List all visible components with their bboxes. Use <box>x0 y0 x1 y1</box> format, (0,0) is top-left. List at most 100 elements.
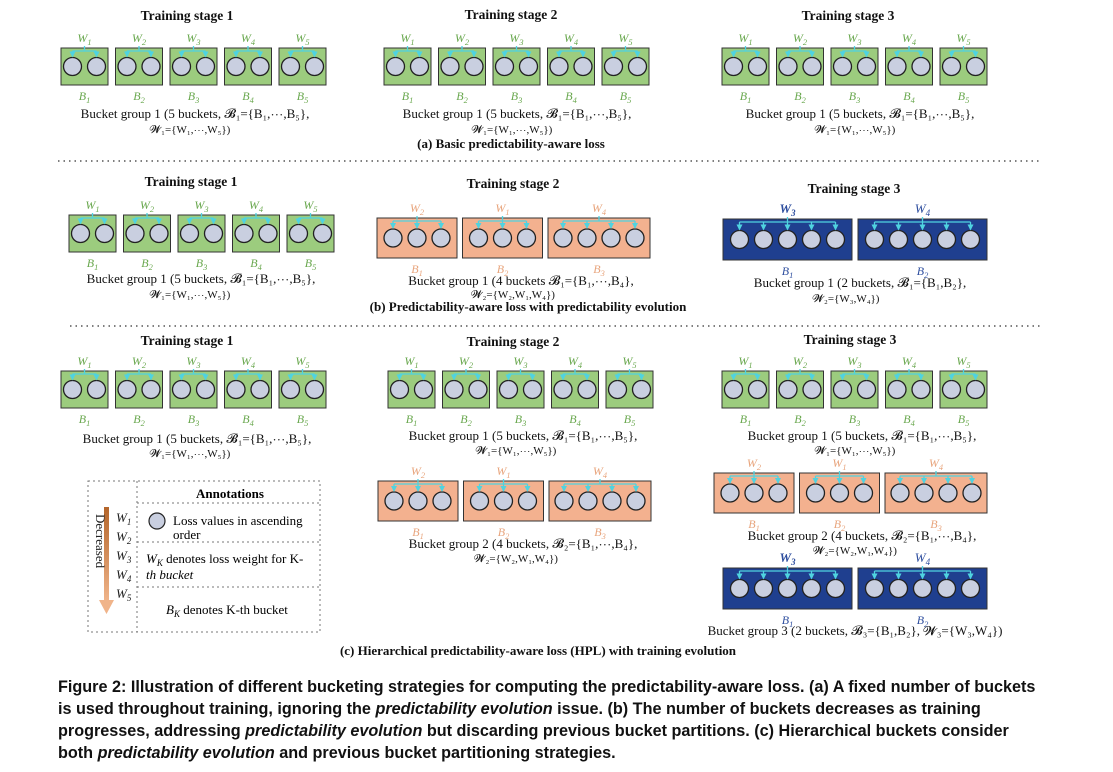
panel-c-s3-loss-circle <box>911 379 931 400</box>
panel-a-s2-loss-circle <box>409 56 430 77</box>
panel-b-s1-loss-circle <box>149 223 169 244</box>
panel-c-s2-weight-label-2: W2 <box>459 354 473 370</box>
panel-b-s2-weight-label-1: W1 <box>495 201 509 217</box>
panel-b-s1-loss-circle <box>312 223 333 244</box>
panel-c-s3-g3-loss-circle <box>864 578 885 599</box>
panel-b-s1-weight-label-2: W2 <box>140 198 154 214</box>
panel-c-s1-loss-circle <box>117 379 137 400</box>
panel-c-s3-g2-loss-circle <box>805 483 826 503</box>
panel-c-caption: (c) Hierarchical predictability-aware lo… <box>340 643 737 658</box>
panel-b-s2-text-1: Bucket group 1 (4 buckets 𝓑₁={B₁,⋯,B₄}, <box>408 273 633 288</box>
panel-a-s3-bucket-label-4: B4 <box>903 89 915 105</box>
panel-c-s3-g3-bucket-label-2: B2 <box>917 613 929 629</box>
panel-b-s3-text-2: 𝓦₂={W₃,W₄}) <box>813 293 880 305</box>
panel-c-s3-weight-label-2: W2 <box>793 354 807 370</box>
panel-a-stage2-title: Training stage 2 <box>465 7 558 22</box>
panel-c-s2-g1-text-1: Bucket group 1 (5 buckets, 𝓑₁={B₁,⋯,B₅}, <box>409 428 638 443</box>
panel-c-s1-bucket-5 <box>278 369 327 409</box>
panel-c-s3-g3-bucket-label-1: B1 <box>782 613 794 629</box>
panel-c-s3-g2-bucket-label-1: B1 <box>748 517 760 533</box>
panel-c-s3-loss-circle <box>802 379 822 400</box>
panel-a-s1-weight-label-3: W3 <box>186 31 200 47</box>
panel-c-s2-weight-label-4: W4 <box>568 354 582 370</box>
decreased-arrow-shaft <box>104 507 109 601</box>
panel-c-s3-g3-loss-circle <box>936 578 957 599</box>
panel-b-s1-bucket-label-4: B4 <box>250 256 262 272</box>
panel-c-s2-bucket-label-2: B2 <box>460 412 472 428</box>
panel-c-s3-g1-text-1: Bucket group 1 (5 buckets, 𝓑₁={B₁,⋯,B₅}, <box>748 428 977 443</box>
panel-c-s2-g2-weight-label-2: W2 <box>411 464 425 480</box>
panel-a-s1-loss-circle <box>195 56 216 77</box>
panel-c-s2-bucket-4 <box>551 369 599 409</box>
panel-a-s1-loss-circle <box>280 56 301 77</box>
annotation-weight-1: W1 <box>116 510 131 527</box>
panel-b-s2-loss-circle <box>553 228 573 248</box>
panel-c-s3-g3-bucket-2 <box>857 566 988 610</box>
panel-c-s3-bucket-2 <box>776 369 824 409</box>
panel-c-s3-loss-circle <box>778 379 798 400</box>
bucket-rows: W1B1W2B2W3B3W4B4W5B5W1B1W2B2W3B3W4B4W5B5… <box>60 31 988 629</box>
panel-c-s2-bucket-label-4: B4 <box>569 412 581 428</box>
panel-c-s3-g2-bucket-1 <box>713 471 795 514</box>
panel-a-s1-group-text-2: 𝓦₁={W₁,⋯,W₅}) <box>150 124 231 136</box>
panel-b-s3-loss-circle <box>729 229 750 250</box>
panel-c-s1-bucket-label-1: B1 <box>79 412 91 428</box>
panel-a-s3-bucket-1 <box>721 46 770 86</box>
panel-c-s3-g3-loss-circle <box>777 578 798 599</box>
panel-c-s1-loss-circle <box>280 379 301 400</box>
panel-c-stage2-title: Training stage 2 <box>467 334 560 349</box>
panel-a-s1-bucket-label-3: B3 <box>188 89 200 105</box>
panel-c-s3-g2-bucket-label-2: B2 <box>834 517 846 533</box>
panel-c-s1-loss-circle <box>304 379 325 400</box>
caption-emphasis-2: predictability evolution <box>245 722 423 740</box>
panel-c-s1-loss-circle <box>141 379 161 400</box>
panel-c-s2-g2-loss-circle <box>517 491 538 511</box>
annotation-weight-5: W5 <box>116 586 132 603</box>
panel-c-s2-g2-bucket-label-1: B1 <box>412 525 424 541</box>
panel-c-s3-g3-bucket-1 <box>722 566 853 610</box>
panel-b-s1-weight-label-1: W1 <box>85 198 99 214</box>
panel-c-s3-g3-loss-circle <box>912 578 933 599</box>
panel-a-s3-loss-circle <box>723 56 744 77</box>
panel-a-s1-loss-circle <box>250 56 270 77</box>
panel-a-s2-bucket-label-5: B5 <box>620 89 632 105</box>
panel-b-s3-loss-circle <box>912 229 933 250</box>
panel-a-stage3-title: Training stage 3 <box>802 8 895 23</box>
panel-c-s2-bucket-label-5: B5 <box>624 412 636 428</box>
panel-c-s2-bucket-label-1: B1 <box>406 412 418 428</box>
panel-b-s3-text-1: Bucket group 1 (2 buckets, 𝓑₁={B₁,B₂}, <box>754 275 966 290</box>
panel-a-s1-weight-label-1: W1 <box>77 31 91 47</box>
panel-c-s3-g3-loss-circle <box>801 578 822 599</box>
panel-c-s3-g2-weight-label-1: W1 <box>832 456 846 472</box>
panel-a-s2-bucket-label-4: B4 <box>565 89 577 105</box>
panel-a-s2-loss-circle <box>494 56 515 77</box>
panel-a-s3-loss-circle <box>832 56 853 77</box>
panel-a-s2-bucket-label-1: B1 <box>402 89 414 105</box>
panel-b-s1-loss-circle <box>234 223 254 244</box>
panel-a-s1-bucket-5 <box>278 46 327 86</box>
panel-c-s3-loss-circle <box>965 379 986 400</box>
panel-a-s3-loss-circle <box>802 56 822 77</box>
panel-a-s1-loss-circle <box>171 56 192 77</box>
panel-c-s1-loss-circle <box>171 379 192 400</box>
panel-b-s3-weight-label-4: W4 <box>915 201 931 218</box>
panel-c-stage1-title: Training stage 1 <box>141 333 234 348</box>
panel-c-s2-g2-bucket-label-3: B3 <box>594 525 606 541</box>
panel-c-s2-bucket-5 <box>605 369 654 409</box>
panel-a-s1-group-text-1: Bucket group 1 (5 buckets, 𝓑₁={B₁,⋯,B₅}, <box>81 106 310 121</box>
panel-a-s2-weight-label-1: W1 <box>400 31 414 47</box>
panel-c-s1-weight-label-4: W4 <box>241 354 255 370</box>
panel-a-s2-weight-label-5: W5 <box>618 31 632 47</box>
panel-b-s3-loss-circle <box>777 229 798 250</box>
panel-a-s1-weight-label-5: W5 <box>295 31 309 47</box>
circle-legend-icon <box>148 512 166 530</box>
panel-c-s3-bucket-label-4: B4 <box>903 412 915 428</box>
panel-c-s2-g2-loss-circle <box>384 491 404 511</box>
panel-c-s3-loss-circle <box>723 379 744 400</box>
panel-b-s1-bucket-3 <box>177 213 226 253</box>
panel-b-s3-bucket-1 <box>722 217 853 261</box>
panel-c-s3-g2-loss-circle <box>938 483 958 503</box>
panel-c-s1-bucket-label-3: B3 <box>188 412 200 428</box>
panel-a-s3-bucket-label-1: B1 <box>740 89 752 105</box>
panel-a-s3-bucket-label-2: B2 <box>794 89 806 105</box>
